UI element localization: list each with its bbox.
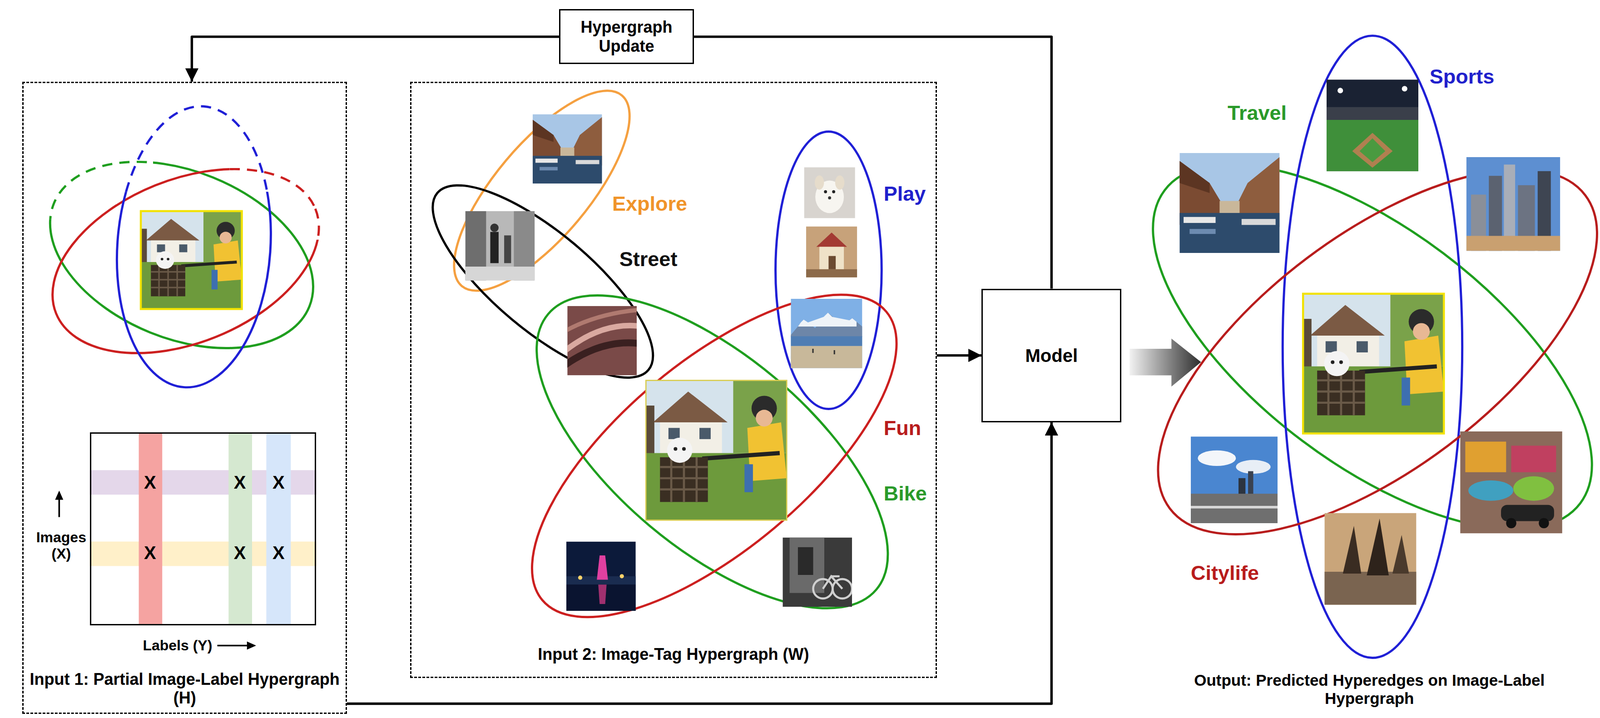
drawing-part <box>532 114 603 184</box>
drawing-part <box>1324 513 1417 605</box>
drawing-part <box>107 101 280 393</box>
connector <box>191 36 560 82</box>
drawing-part <box>1326 79 1419 172</box>
photos <box>1179 79 1563 605</box>
hyperedge-label: Street <box>617 247 680 272</box>
highlight-frame <box>1302 293 1444 434</box>
drawing-part <box>228 432 253 625</box>
hyperedge-label: Citylife <box>1188 561 1261 585</box>
output-caption: Output: Predicted Hyperedges on Image-La… <box>1151 671 1588 709</box>
partial-hyperedges <box>22 101 347 393</box>
connector <box>693 36 1052 289</box>
drawing-part <box>806 226 857 278</box>
drawing-part <box>22 125 341 385</box>
drawing-part <box>217 644 250 647</box>
drawing-part <box>803 167 855 218</box>
panel-caption: Input 1: Partial Image-Label Hypergraph … <box>28 669 341 708</box>
matrix-mark: X <box>233 543 247 562</box>
axis-label: Images (X) <box>36 529 87 563</box>
drawing-part <box>229 133 347 240</box>
drawing-part <box>1466 157 1561 252</box>
drawing-part <box>89 470 317 495</box>
box-label: Hypergraph Update <box>564 17 689 56</box>
highlight-frame <box>140 211 242 310</box>
drawing-part <box>1179 153 1280 253</box>
drawing-part <box>790 298 862 369</box>
drawing-part <box>138 432 163 625</box>
drawing-part <box>54 490 64 500</box>
connectors <box>191 36 1052 704</box>
drawing-part <box>266 432 291 625</box>
drawing-part <box>485 239 939 664</box>
connector <box>936 354 982 357</box>
drawing-part <box>1190 436 1278 524</box>
drawing-part <box>229 133 347 240</box>
input-panel: Input 2: Image-Tag Hypergraph (W) <box>410 81 937 679</box>
drawing-part <box>645 380 787 521</box>
input-panel: X X X X X X Input 1: Partial Image-Label Hyper… <box>22 81 347 714</box>
drawing-part <box>107 101 280 393</box>
drawing-part <box>481 239 947 673</box>
drawing-part <box>566 541 636 611</box>
matrix-mark: X <box>272 543 285 562</box>
hyperedge-label: Travel <box>1225 101 1289 125</box>
drawing-part <box>1282 35 1462 659</box>
drawing-part <box>426 65 659 317</box>
update-box: Hypergraph Update <box>559 9 694 65</box>
label-matrix: X X X X X X <box>89 432 317 625</box>
drawing-part <box>58 497 61 518</box>
axis-arrows <box>54 490 257 650</box>
matrix-mark: X <box>143 543 157 562</box>
tag-hyperedges <box>406 65 947 673</box>
hyperedge-label: Sports <box>1427 64 1497 89</box>
hyperedge-label: Explore <box>610 192 689 216</box>
drawing-part <box>1460 431 1563 534</box>
photo <box>140 211 242 310</box>
highlight-frame <box>645 380 787 521</box>
matrix-mark: X <box>233 473 247 492</box>
model-box: Model <box>981 288 1122 423</box>
matrix-mark: X <box>272 473 285 492</box>
connector <box>346 422 1052 704</box>
box-label: Model <box>1025 345 1079 367</box>
drawing-part <box>107 101 280 193</box>
drawing-part <box>775 131 882 410</box>
axis-label: Labels (Y) <box>142 637 213 654</box>
hyperedge-label: Bike <box>881 481 929 506</box>
drawing-part <box>560 306 644 376</box>
hyperedge-label: Play <box>881 182 928 206</box>
predicted-hyperedges <box>1094 35 1600 659</box>
drawing-part <box>1302 293 1444 434</box>
drawing-part <box>25 133 346 390</box>
drawing-part <box>107 101 280 193</box>
drawing-part <box>22 125 341 385</box>
drawing-part <box>465 211 535 281</box>
hyperedge-label: Fun <box>881 416 923 441</box>
panel-caption: Input 2: Image-Tag Hypergraph (W) <box>537 644 809 664</box>
matrix-mark: X <box>143 473 157 492</box>
photos <box>465 114 863 612</box>
drawing-part <box>25 133 346 390</box>
matrix-stripes <box>89 432 317 625</box>
drawing-part <box>247 641 257 650</box>
drawing-part <box>782 537 853 608</box>
